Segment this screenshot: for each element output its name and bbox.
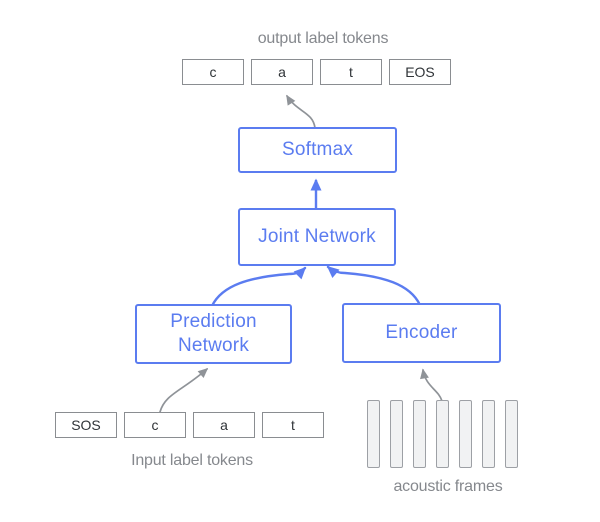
- joint-network-block: Joint Network: [238, 208, 396, 266]
- acoustic-frame-bar: [459, 400, 472, 468]
- token-box: EOS: [389, 59, 451, 85]
- arrow-prediction-to-joint: [210, 266, 307, 308]
- arrow-input-token-to-prediction: [159, 368, 209, 413]
- output-tokens-caption: output label tokens: [257, 30, 389, 47]
- softmax-block: Softmax: [238, 127, 397, 173]
- token-box: c: [182, 59, 244, 85]
- prediction-network-block: Prediction Network: [135, 304, 292, 364]
- token-box: t: [320, 59, 382, 85]
- acoustic-frames-caption: acoustic frames: [393, 478, 503, 495]
- token-box: a: [251, 59, 313, 85]
- acoustic-frame-bar: [413, 400, 426, 468]
- encoder-block: Encoder: [342, 303, 501, 363]
- acoustic-frame-bar: [482, 400, 495, 468]
- acoustic-frame-bar: [390, 400, 403, 468]
- input-tokens-caption: Input label tokens: [131, 452, 253, 469]
- arrow-softmax-to-output-token: [286, 94, 316, 129]
- arrow-encoder-to-joint: [326, 265, 422, 307]
- token-box: c: [124, 412, 186, 438]
- acoustic-frame-bar: [436, 400, 449, 468]
- acoustic-frames: [367, 400, 518, 468]
- arrow-frame-to-encoder: [420, 368, 443, 402]
- acoustic-frame-bar: [505, 400, 518, 468]
- token-box: t: [262, 412, 324, 438]
- token-box: SOS: [55, 412, 117, 438]
- acoustic-frame-bar: [367, 400, 380, 468]
- token-box: a: [193, 412, 255, 438]
